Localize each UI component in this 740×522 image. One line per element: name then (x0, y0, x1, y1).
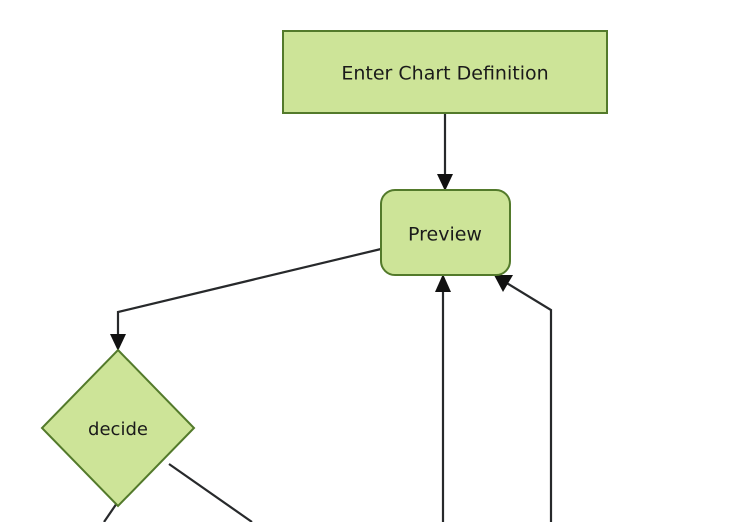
node-enter-chart-definition[interactable]: Enter Chart Definition (282, 30, 608, 114)
node-rounded-rect[interactable] (380, 189, 511, 276)
edge-decide-branch-left (103, 502, 118, 522)
edge-line (168, 463, 253, 522)
node-label: Enter Chart Definition (341, 63, 548, 85)
edge-group (103, 113, 553, 522)
node-label: Preview (408, 224, 482, 246)
arrowhead-down-icon (437, 174, 453, 191)
node-group: Enter Chart Definition Preview decide (40, 30, 608, 508)
edge-line (116, 247, 382, 342)
edge-line (504, 281, 553, 522)
node-decide[interactable]: decide (40, 348, 196, 508)
node-diamond[interactable] (40, 348, 196, 508)
edge-enter-to-preview (437, 113, 453, 191)
edge-decide-branch-right (168, 463, 253, 522)
node-rect[interactable] (282, 30, 608, 114)
arrowhead-up-icon (435, 274, 451, 292)
edge-line (103, 502, 118, 522)
arrowhead-up-left-icon (494, 275, 513, 292)
edge-return-right-to-preview (494, 275, 553, 522)
node-preview[interactable]: Preview (380, 189, 511, 276)
edge-return-center-to-preview (435, 274, 451, 522)
node-label: decide (88, 419, 148, 440)
arrowhead-down-icon (110, 334, 126, 351)
edge-preview-to-decide (110, 247, 382, 351)
